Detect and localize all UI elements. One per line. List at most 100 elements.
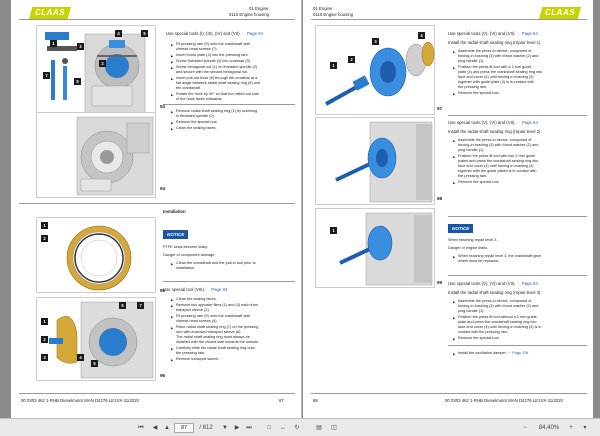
divider bbox=[448, 345, 587, 346]
step-text: cheese-head screws (7). bbox=[176, 47, 218, 51]
step-text: together with the guide plates is in con… bbox=[458, 169, 537, 173]
claas-logo: CLAAS bbox=[539, 7, 582, 19]
final-step: Install the oscillation damper. ☞ Page 1… bbox=[453, 351, 529, 356]
step-text: Position the press-fit tool with a 2 mm … bbox=[453, 65, 531, 70]
step-text: forcing-in bushing (3) with thrust washe… bbox=[458, 143, 539, 147]
step-text: Screw threaded spindle (2) into crossbar… bbox=[171, 59, 251, 64]
figure-93: 1 3 4 5 2 7 8 bbox=[36, 25, 156, 117]
notice-text: installation. bbox=[176, 266, 195, 270]
divider bbox=[163, 281, 295, 282]
fit-width-icon[interactable]: ↔ bbox=[280, 425, 286, 431]
step-text: plates and press the crankshaft sealing … bbox=[458, 159, 539, 163]
divider bbox=[448, 275, 587, 276]
callout-6: 6 bbox=[119, 302, 126, 309]
zoom-level[interactable]: 84,40% bbox=[538, 425, 560, 431]
step-text: forcing-in bushing (3) with thrust washe… bbox=[458, 304, 539, 308]
callout-3: 3 bbox=[372, 38, 379, 45]
step-text: plug handle (1). bbox=[458, 148, 485, 152]
step-text: flat angle between radial shaft sealing … bbox=[176, 81, 261, 85]
page-up-icon[interactable]: ▲ bbox=[164, 425, 170, 431]
step-text: the pressing ram. bbox=[176, 351, 206, 355]
figure-99: 1 bbox=[315, 208, 435, 288]
figure-94 bbox=[36, 112, 156, 198]
footer-page-number: 87 bbox=[279, 398, 284, 403]
rotate-icon[interactable]: ↻ bbox=[294, 425, 300, 431]
step-text: plate (4) and press the crankshaft seali… bbox=[458, 70, 543, 74]
callout-3: 3 bbox=[41, 354, 48, 361]
fit-page-icon[interactable]: □ bbox=[267, 425, 271, 431]
figure-95-drawing bbox=[66, 225, 132, 291]
notice-text: When reaching repair level 3. bbox=[448, 238, 498, 242]
figure-number-96: 96 bbox=[160, 373, 166, 378]
page-link[interactable]: ☞ Page 84 bbox=[206, 287, 228, 292]
header-rule bbox=[19, 19, 295, 20]
step-text: plate and press the crankshaft sealing r… bbox=[458, 320, 537, 324]
figure-number-93: 93 bbox=[160, 104, 166, 109]
callout-5: 5 bbox=[141, 30, 148, 37]
next-page-icon[interactable]: ▶ bbox=[234, 425, 240, 431]
block3-title: Install the radial shaft sealing ring (r… bbox=[448, 290, 541, 295]
step-text: Clean the sealing faces. bbox=[171, 126, 216, 131]
divider bbox=[448, 216, 587, 217]
step-text: transport sleeve (2). bbox=[176, 308, 210, 312]
footer-doc: 00 0303 462 1-RHB Dieselmotor MAN D4276 … bbox=[21, 398, 139, 403]
figure-number-99: 99 bbox=[437, 280, 443, 285]
page-down-icon[interactable]: ▼ bbox=[222, 425, 228, 431]
block1-intro: Use special tools (I), (III), (IV) and (… bbox=[166, 31, 264, 36]
step-text: Fit pressing ram (5) onto the crankshaft… bbox=[171, 42, 250, 47]
header-section: 0110 Engine housing bbox=[229, 12, 270, 17]
step-text: contact with the pressing ram. bbox=[458, 330, 509, 334]
callout-8: 8 bbox=[74, 78, 81, 85]
step-text: face-end cover (4) until forcing-in bush… bbox=[458, 75, 534, 79]
step-text: Position the press-fit tool with two 2 m… bbox=[453, 154, 535, 159]
step-text: together with guide plate (4) is in cont… bbox=[458, 80, 534, 84]
callout-4: 4 bbox=[418, 32, 425, 39]
step-text: the pressing ram. bbox=[458, 174, 488, 178]
notice-text: When reaching repair level 3, the cranks… bbox=[453, 254, 541, 259]
callout-4: 4 bbox=[77, 354, 84, 361]
page-link[interactable]: ☞ Page 84 bbox=[516, 281, 538, 286]
step-text: Remove the special tool. bbox=[453, 180, 500, 185]
step-text: Remove the special tool. bbox=[171, 120, 218, 125]
figure-98 bbox=[315, 117, 435, 205]
callout-1: 1 bbox=[41, 318, 48, 325]
two-page-icon[interactable]: ◫ bbox=[331, 425, 337, 431]
figure-number-97: 97 bbox=[437, 106, 443, 111]
first-page-icon[interactable]: ⏮ bbox=[138, 425, 144, 431]
last-page-icon[interactable]: ⏭ bbox=[246, 425, 252, 431]
zoom-out-icon[interactable]: − bbox=[523, 425, 527, 431]
step-text: of the hook faces outwards. bbox=[176, 97, 223, 101]
figure-98-drawing bbox=[335, 121, 433, 203]
header-chapter: 01 Engine bbox=[249, 6, 269, 11]
page-link[interactable]: ☞ Page 84 bbox=[516, 31, 538, 36]
step-text: Remove radial shaft sealing ring (1) by … bbox=[171, 109, 257, 114]
step-text: plug handle (1). bbox=[458, 309, 485, 313]
step-text: installed with the closed side towards t… bbox=[176, 340, 260, 344]
callout-2: 2 bbox=[99, 60, 106, 67]
page-link[interactable]: ☞ Page 84 bbox=[516, 120, 538, 125]
block1-intro: Use special tools (V), (VI) and (VII). ☞… bbox=[448, 31, 538, 36]
page-link[interactable]: ☞ Page 84 bbox=[241, 31, 264, 36]
step-text: Place radial shaft sealing ring (7) on t… bbox=[171, 325, 258, 330]
callout-1: 1 bbox=[50, 40, 57, 47]
section-rule bbox=[19, 203, 295, 204]
zoom-menu-icon[interactable]: ▾ bbox=[583, 425, 587, 431]
footer-doc: 00 0303 462 1-RHB Dieselmotor MAN D4276 … bbox=[445, 398, 563, 403]
previous-page-icon[interactable]: ◀ bbox=[152, 425, 158, 431]
page-link[interactable]: ☞ Page 154 bbox=[507, 351, 529, 355]
figure-96: 1 2 3 4 5 6 7 bbox=[36, 297, 156, 381]
single-page-icon[interactable]: ▤ bbox=[316, 425, 322, 431]
page-number-input[interactable]: 87 bbox=[174, 423, 194, 433]
block2-intro: Use special tool (VIII). ☞ Page 84 bbox=[163, 287, 228, 292]
callout-3: 3 bbox=[77, 43, 84, 50]
step-text: the crankshaft. bbox=[176, 86, 201, 90]
divider bbox=[448, 115, 587, 116]
footer-page-number: 88 bbox=[313, 398, 318, 403]
figure-94-drawing bbox=[76, 116, 154, 196]
step-text: in threaded spindle (2). bbox=[176, 114, 215, 118]
step-text: Insert thrust plate (4) into the pressin… bbox=[171, 53, 249, 58]
header-rule bbox=[311, 19, 587, 20]
zoom-in-icon[interactable]: + bbox=[569, 425, 573, 431]
figure-number-98: 98 bbox=[437, 196, 443, 201]
